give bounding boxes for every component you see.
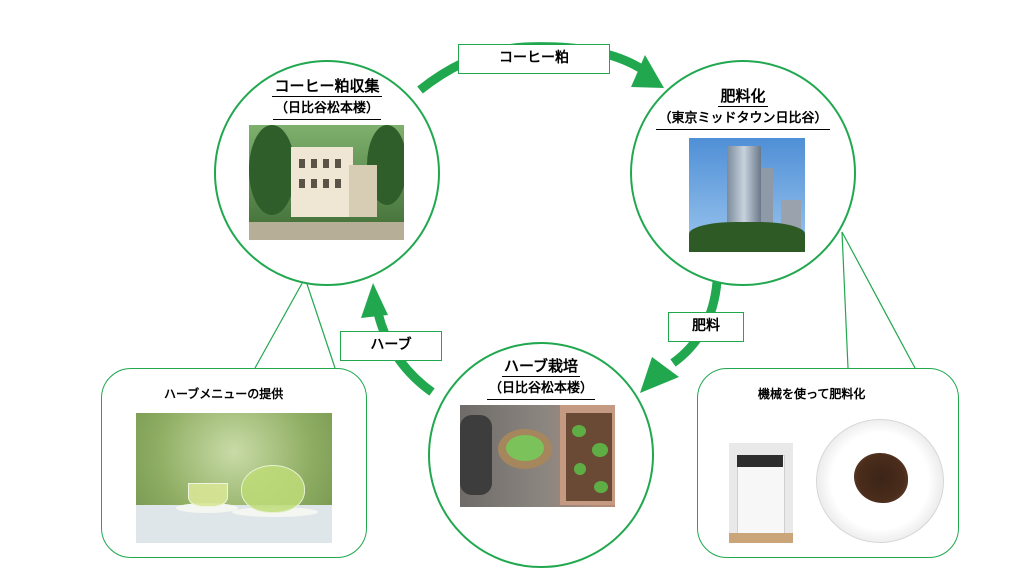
- machine-callout: 機械を使って肥料化: [697, 368, 959, 558]
- cultivation-title: ハーブ栽培 （日比谷松本楼）: [446, 356, 636, 400]
- building-photo: [249, 125, 404, 240]
- machine-callout-connector: [841, 231, 916, 369]
- herb-menu-title: ハーブメニューの提供: [164, 387, 284, 401]
- composting-machine-photo: [729, 443, 793, 543]
- menu-callout-connector: [254, 276, 336, 369]
- collection-title-sub: （日比谷松本楼）: [272, 99, 381, 120]
- herb-tea-photo: [136, 413, 332, 543]
- herb-garden-photo: [460, 405, 615, 507]
- collection-title: コーヒー粕収集 （日比谷松本楼）: [232, 76, 422, 120]
- fertilizer-title-main: 肥料化: [718, 87, 768, 107]
- cultivation-title-sub: （日比谷松本楼）: [486, 379, 595, 400]
- machine-title: 機械を使って肥料化: [758, 387, 866, 401]
- arrow-head-to-collection-icon: [361, 283, 388, 318]
- herb-menu-callout: ハーブメニューの提供: [101, 368, 367, 558]
- arrow-head-to-cultivation-icon: [640, 357, 679, 393]
- collection-title-main: コーヒー粕収集: [272, 77, 382, 97]
- fertilizer-title: 肥料化 （東京ミッドタウン日比谷）: [626, 86, 860, 130]
- arrow-label-fertilizer: 肥料: [668, 312, 744, 342]
- fertilizer-title-sub: （東京ミッドタウン日比谷）: [656, 109, 830, 130]
- arrow-label-herbs: ハーブ: [340, 331, 442, 361]
- arrow-label-coffee-grounds: コーヒー粕: [458, 44, 610, 74]
- arrow-head-to-fertilizer-icon: [631, 55, 664, 88]
- cultivation-title-main: ハーブ栽培: [501, 357, 581, 377]
- tower-photo: [689, 138, 805, 252]
- fertilizer-plate-photo: [814, 417, 946, 545]
